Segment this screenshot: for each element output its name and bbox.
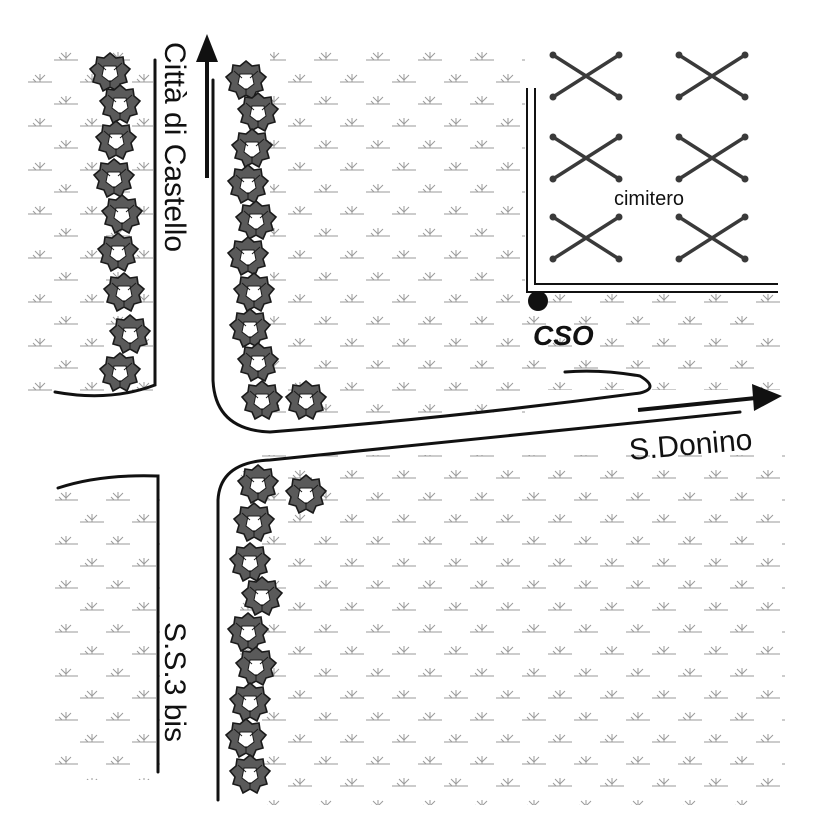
field-sw — [55, 490, 160, 780]
field-ne — [270, 40, 780, 420]
arrow-icon — [752, 384, 782, 411]
arrow-icon — [196, 34, 218, 62]
tree-shrub-icon — [229, 308, 271, 348]
arrow-north — [196, 34, 218, 178]
cemetery: cimitero — [526, 42, 780, 293]
road-label-citta-di-castello: Città di Castello — [158, 42, 191, 252]
point-marker-icon — [528, 291, 548, 311]
tree-shrub-icon — [225, 60, 267, 100]
tree-shrub-icon — [231, 128, 273, 168]
cso-label: CSO — [533, 320, 594, 351]
field-se — [240, 455, 785, 805]
road-label-ss3bis: S.S.3 bis — [158, 622, 191, 742]
road-edges — [53, 58, 742, 802]
arrow-east — [637, 384, 782, 412]
cemetery-label: cimitero — [614, 188, 684, 210]
tree-shrub-icon — [227, 164, 269, 204]
cso-point: CSO — [528, 291, 594, 351]
tree-shrub-icon — [233, 272, 275, 312]
tree-shrub-icon — [227, 236, 269, 276]
